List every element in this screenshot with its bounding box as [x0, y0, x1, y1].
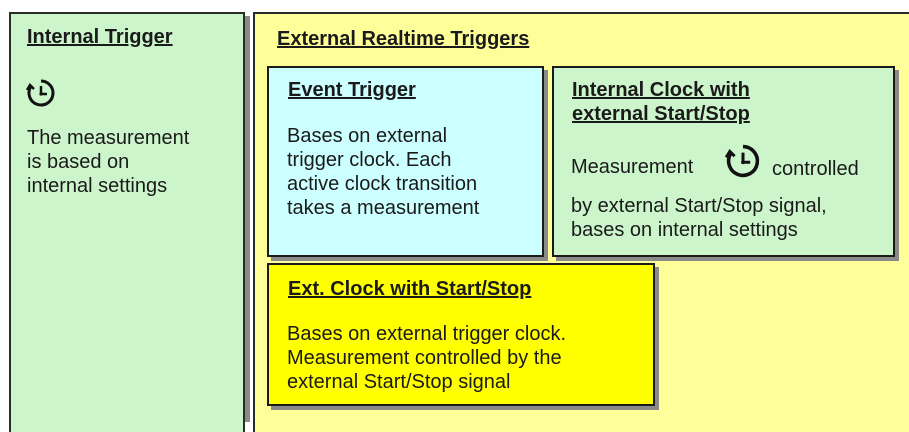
clock-icon: [25, 79, 55, 107]
internal-clock-line1-before: Measurement: [571, 156, 694, 178]
box-shadow: [556, 257, 899, 261]
ext-clock-start-stop-box: [267, 263, 655, 406]
external-realtime-title: External Realtime Triggers: [277, 28, 530, 50]
ext-clock-description: Bases on external trigger clock. Measure…: [287, 322, 566, 394]
internal-clock-start-stop-box: [552, 66, 895, 257]
internal-clock-line1-after: controlled: [772, 158, 859, 180]
box-shadow: [655, 267, 659, 410]
description-line: Bases on external: [287, 125, 448, 147]
description-line: active clock transition: [287, 173, 478, 195]
box-shadow: [271, 406, 659, 410]
clock-icon: [724, 144, 760, 178]
description-line: trigger clock. Each: [287, 149, 452, 171]
description-line: Bases on external trigger clock.: [287, 323, 567, 345]
internal-clock-title-line1: Internal Clock with: [572, 79, 750, 101]
internal-trigger-panel: [9, 12, 245, 432]
internal-trigger-description: The measurement is based on internal set…: [27, 126, 189, 198]
internal-trigger-title: Internal Trigger: [27, 26, 173, 48]
internal-clock-description: by external Start/Stop signal, bases on …: [571, 194, 827, 242]
description-line: is based on: [27, 151, 130, 173]
event-trigger-title: Event Trigger: [288, 79, 416, 101]
panel-divider: [245, 16, 250, 422]
description-line: The measurement: [27, 127, 190, 149]
event-trigger-box: [267, 66, 544, 257]
description-line: external Start/Stop signal: [287, 371, 511, 393]
description-line: bases on internal settings: [571, 219, 798, 241]
box-shadow: [895, 70, 899, 261]
internal-clock-title-line2: external Start/Stop: [572, 103, 750, 125]
description-line: Measurement controlled by the: [287, 347, 562, 369]
description-line: internal settings: [27, 175, 168, 197]
box-shadow: [544, 70, 548, 261]
ext-clock-title: Ext. Clock with Start/Stop: [288, 278, 532, 300]
description-line: by external Start/Stop signal,: [571, 195, 827, 217]
box-shadow: [271, 257, 548, 261]
description-line: takes a measurement: [287, 197, 480, 219]
event-trigger-description: Bases on external trigger clock. Each ac…: [287, 124, 479, 220]
